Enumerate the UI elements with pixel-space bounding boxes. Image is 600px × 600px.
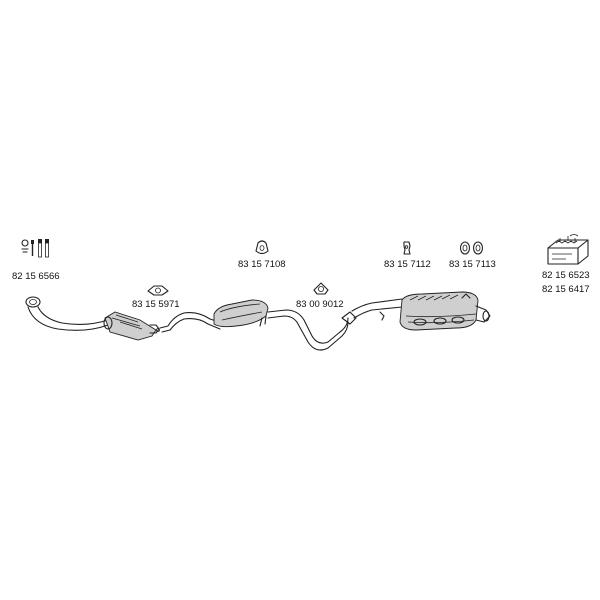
part-label-mounting-kit-b: 82 15 6417: [542, 284, 590, 295]
part-label-rubber-ring-mid: 83 15 7108: [238, 259, 286, 270]
rubber-hanger-icon: [403, 241, 411, 255]
center-muffler: [213, 299, 269, 328]
rubber-rings-icon: [459, 241, 484, 255]
part-label-gasket-mid: 83 00 9012: [296, 299, 344, 310]
part-label-gasket-front: 83 15 5971: [132, 299, 180, 310]
rubber-ring-icon: [255, 240, 269, 255]
gasket-front-icon: [147, 285, 169, 296]
front-pipe: [25, 296, 109, 331]
catalytic-converter: [103, 311, 160, 341]
part-label-rubber-rings-rear: 83 15 7113: [449, 259, 496, 270]
middle-pipe: [267, 309, 357, 351]
rear-muffler: [399, 291, 491, 331]
intermediate-pipe: [159, 312, 223, 333]
rear-pipe: [351, 298, 403, 321]
gasket-mid-icon: [313, 282, 329, 295]
mounting-kit-box-icon: [547, 234, 589, 265]
part-label-mounting-kit-a: 82 15 6523: [542, 270, 590, 281]
bolt-kit-icon: [21, 239, 49, 258]
part-label-rubber-hanger-rear: 83 15 7112: [384, 259, 431, 270]
part-label-bolt-kit: 82 15 6566: [12, 271, 60, 282]
